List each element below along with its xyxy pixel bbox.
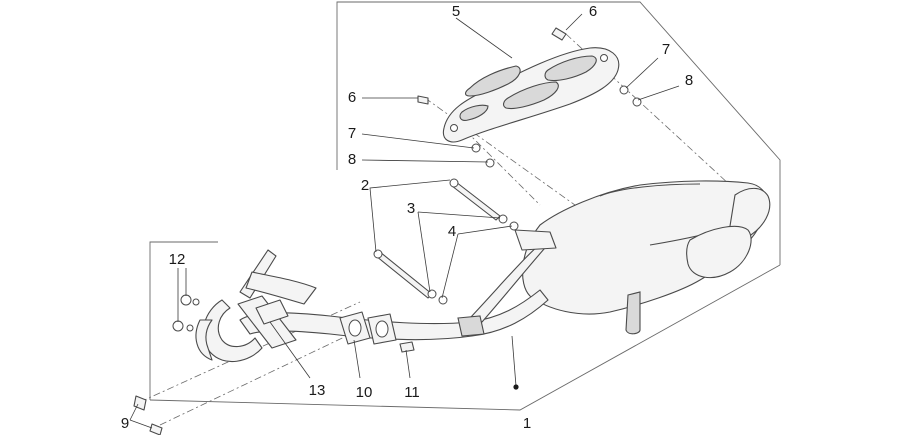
group-frame-heat-shield — [336, 1, 781, 265]
mounting-bracket — [457, 229, 557, 337]
group-frame-muffler — [149, 241, 781, 411]
callout-7: 7 — [662, 41, 670, 58]
callout-6: 6 — [348, 89, 356, 106]
callout-8: 8 — [685, 72, 693, 89]
callout-11: 11 — [404, 384, 420, 401]
callout-10: 10 — [356, 384, 373, 401]
callout-4: 4 — [448, 223, 456, 240]
callout-3: 3 — [407, 200, 415, 217]
gasket — [339, 311, 397, 345]
callout-labels: 5 6 6 7 8 7 8 2 3 4 12 13 10 11 9 1 — [121, 3, 693, 432]
callout-2: 2 — [361, 177, 369, 194]
callout-1: 1 — [523, 415, 531, 432]
leader-lines — [129, 13, 680, 429]
callout-7: 7 — [348, 125, 356, 142]
callout-12: 12 — [169, 251, 186, 268]
callout-13: 13 — [309, 382, 326, 399]
callout-8: 8 — [348, 151, 356, 168]
heat-shield — [442, 47, 620, 143]
engine-flange — [237, 295, 297, 349]
callout-5: 5 — [452, 3, 460, 20]
callout-9: 9 — [121, 415, 129, 432]
reference-dot — [513, 384, 519, 390]
muffler — [522, 180, 771, 335]
callout-6: 6 — [589, 3, 597, 20]
